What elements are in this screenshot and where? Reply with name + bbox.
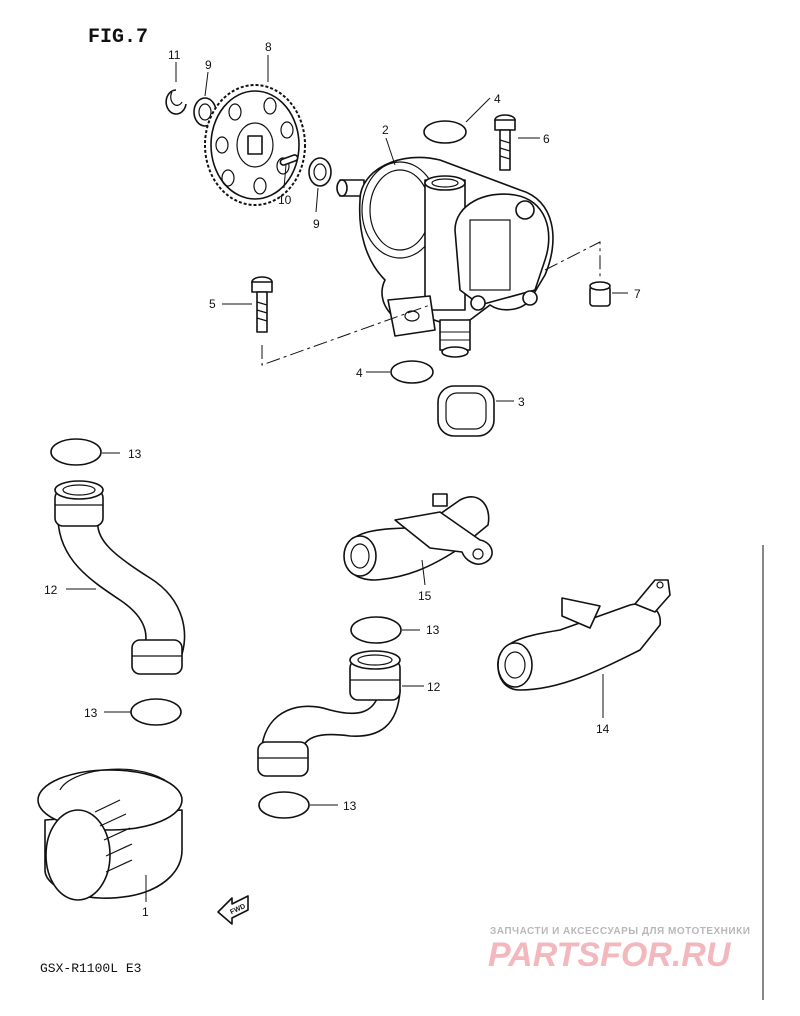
o-ring-part-13c[interactable] — [350, 616, 402, 644]
o-ring-part-13a[interactable] — [50, 438, 102, 466]
oil-pipe-part-12a[interactable] — [54, 480, 186, 675]
callout-9-top: 9 — [205, 58, 212, 72]
callout-4-top: 4 — [494, 92, 501, 106]
callout-15: 15 — [418, 589, 432, 603]
drive-pin-part[interactable] — [279, 154, 299, 166]
callout-5: 5 — [209, 297, 216, 311]
callout-7: 7 — [634, 287, 641, 301]
callout-12-left: 12 — [44, 583, 58, 597]
o-ring-part-top[interactable] — [423, 120, 467, 144]
oil-pipe-part-12b[interactable] — [257, 650, 401, 777]
callout-13-bottom: 13 — [343, 799, 357, 813]
callout-4-lower: 4 — [356, 366, 363, 380]
assembly-line-left — [261, 304, 431, 366]
callout-13-top: 13 — [128, 447, 142, 461]
o-ring-part-13d[interactable] — [258, 791, 310, 819]
bolt-part-5[interactable] — [251, 276, 273, 333]
oil-pump-gear-part[interactable] — [204, 84, 306, 206]
callout-13-left: 13 — [84, 706, 98, 720]
callout-2: 2 — [382, 123, 389, 137]
callout-13-middle: 13 — [426, 623, 440, 637]
callout-11: 11 — [168, 48, 181, 62]
callout-3: 3 — [518, 395, 525, 409]
washer-part-lower[interactable] — [308, 157, 332, 187]
dowel-pin-part[interactable] — [589, 281, 611, 307]
callout-10: 10 — [278, 193, 292, 207]
callout-12-middle: 12 — [427, 680, 441, 694]
o-ring-part-lower[interactable] — [390, 360, 434, 384]
oil-pipe-part-15[interactable] — [343, 493, 493, 581]
callout-labels: 11 9 8 10 9 2 4 6 5 7 4 3 13 12 15 13 12… — [44, 40, 641, 919]
leader-lines — [66, 55, 628, 902]
callout-14: 14 — [596, 722, 610, 736]
callout-9-lower: 9 — [313, 217, 320, 231]
watermark-logo: PARTSFOR.RU — [488, 936, 732, 974]
callout-1: 1 — [142, 905, 149, 919]
o-ring-part-13b[interactable] — [130, 698, 182, 726]
assembly-line-right — [544, 241, 601, 278]
model-code: GSX-R1100L E3 — [40, 961, 141, 976]
callout-6: 6 — [543, 132, 550, 146]
callout-8: 8 — [265, 40, 272, 54]
figure-title: FIG.7 — [88, 26, 148, 49]
watermark-tagline: ЗАПЧАСТИ И АКСЕССУАРЫ ДЛЯ МОТОТЕХНИКИ — [490, 926, 750, 937]
forward-arrow-icon: FWD — [217, 895, 249, 925]
oil-pump-body-part[interactable] — [336, 156, 554, 358]
oil-pipe-part-14[interactable] — [497, 579, 671, 691]
oil-filter-part[interactable] — [37, 768, 183, 901]
bolt-part-6[interactable] — [494, 114, 516, 171]
gasket-part[interactable] — [437, 385, 495, 437]
circlip-part[interactable] — [165, 89, 187, 115]
